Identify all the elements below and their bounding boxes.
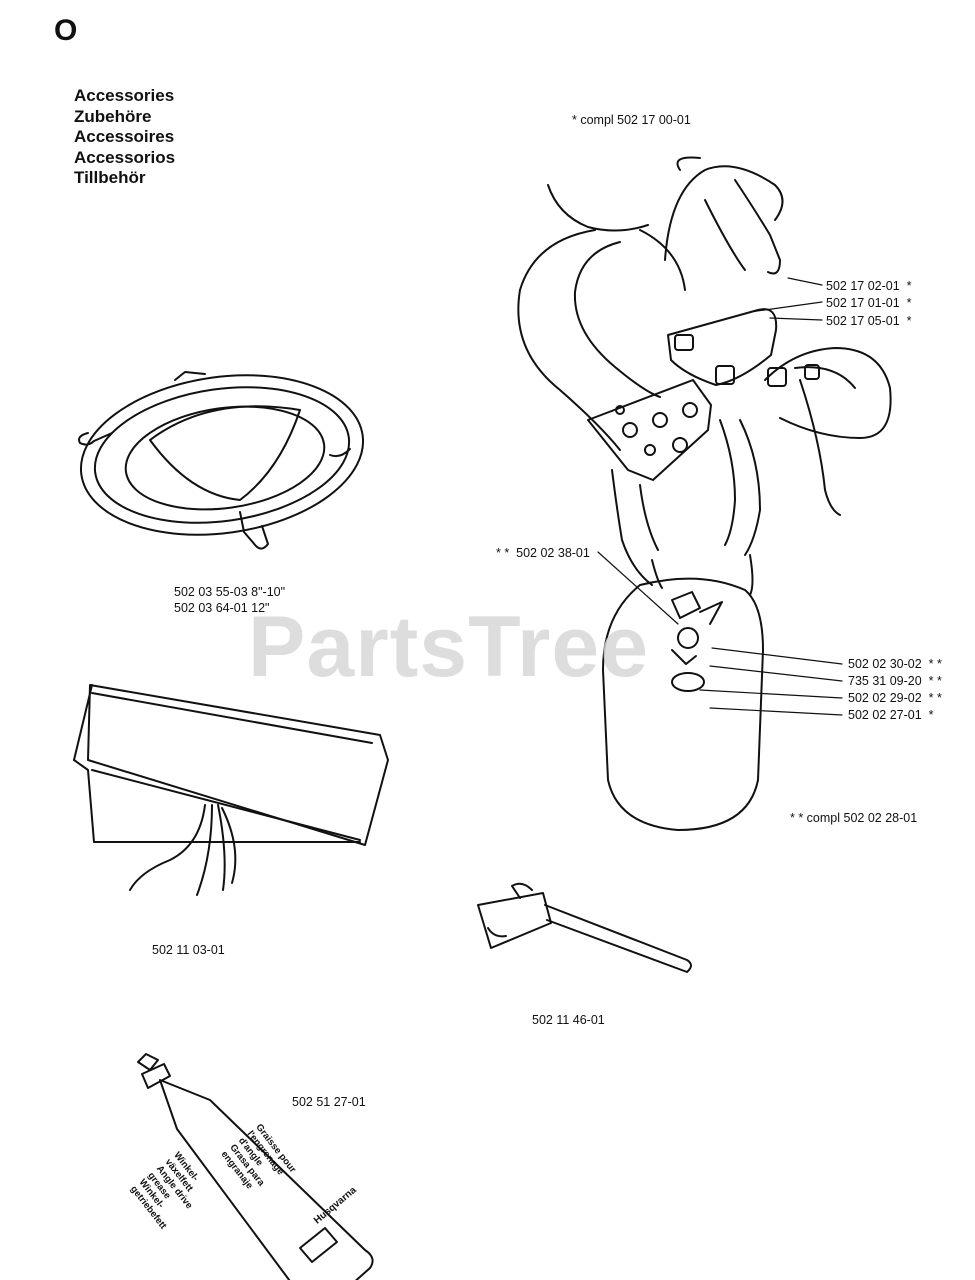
hip-pad-part-4: 502 02 27-01 * <box>848 707 934 723</box>
hip-pad-top-part: * * 502 02 38-01 <box>496 545 590 561</box>
title-es: Accessorios <box>74 147 176 167</box>
part-number: 502 02 27-01 <box>848 708 922 722</box>
hip-pad-part-1: 502 02 30-02 * * <box>848 656 942 672</box>
blade-guard-illustration <box>78 371 365 550</box>
guard-line-1: 502 03 55-03 8"-10" <box>174 585 286 599</box>
title-block: Accessories Zubehöre Accessoires Accesso… <box>74 86 175 189</box>
hip-pad-part-2: 735 31 09-20 * * <box>848 673 942 689</box>
grease-part-number: 502 51 27-01 <box>292 1095 366 1109</box>
wrench-part-number: 502 11 46-01 <box>532 1013 605 1027</box>
part-mark: * * <box>928 674 942 688</box>
title-en: Accessories <box>74 86 175 105</box>
part-number: 502 02 30-02 <box>848 657 922 671</box>
harness-compl-note: * compl 502 17 00-01 <box>572 113 691 127</box>
hip-pad-part-3: 502 02 29-02 * * <box>848 690 942 706</box>
guard-line-2: 502 03 64-01 12" <box>174 601 270 615</box>
tool-bag-illustration <box>73 684 389 896</box>
part-mark: * <box>906 279 912 293</box>
harness-part-2: 502 17 01-01 * <box>826 295 912 311</box>
part-number: 735 31 09-20 <box>848 674 922 688</box>
grease-tube-illustration <box>137 1053 374 1280</box>
part-mark: * * <box>496 546 510 560</box>
harness-part-3: 502 17 05-01 * <box>826 313 912 329</box>
leader-lines <box>597 277 843 716</box>
hip-pad-compl-note: * * compl 502 02 28-01 <box>790 811 918 825</box>
part-number: 502 17 05-01 <box>826 314 900 328</box>
part-mark: * <box>928 708 934 722</box>
harness-part-1: 502 17 02-01 * <box>826 278 912 294</box>
bag-part-number: 502 11 03-01 <box>152 943 225 957</box>
hip-pad-illustration <box>602 554 764 831</box>
part-mark: * * <box>928 657 942 671</box>
section-letter: O <box>54 14 78 47</box>
part-mark: * <box>906 314 912 328</box>
guard-part-numbers: 502 03 55-03 8"-10" 502 03 64-01 12" <box>174 584 285 616</box>
part-number: 502 17 01-01 <box>826 296 900 310</box>
part-mark: * * <box>928 691 942 705</box>
part-mark: * <box>906 296 912 310</box>
harness-illustration <box>517 156 892 586</box>
part-number: 502 02 29-02 <box>848 691 922 705</box>
title-de: Zubehöre <box>74 106 152 126</box>
title-sv: Tillbehör <box>74 168 146 187</box>
title-fr: Accessoires <box>74 127 175 146</box>
watermark: PartsTree <box>248 599 650 695</box>
part-number: 502 17 02-01 <box>826 279 900 293</box>
part-number: 502 02 38-01 <box>516 546 590 560</box>
wrench-illustration <box>477 882 692 973</box>
